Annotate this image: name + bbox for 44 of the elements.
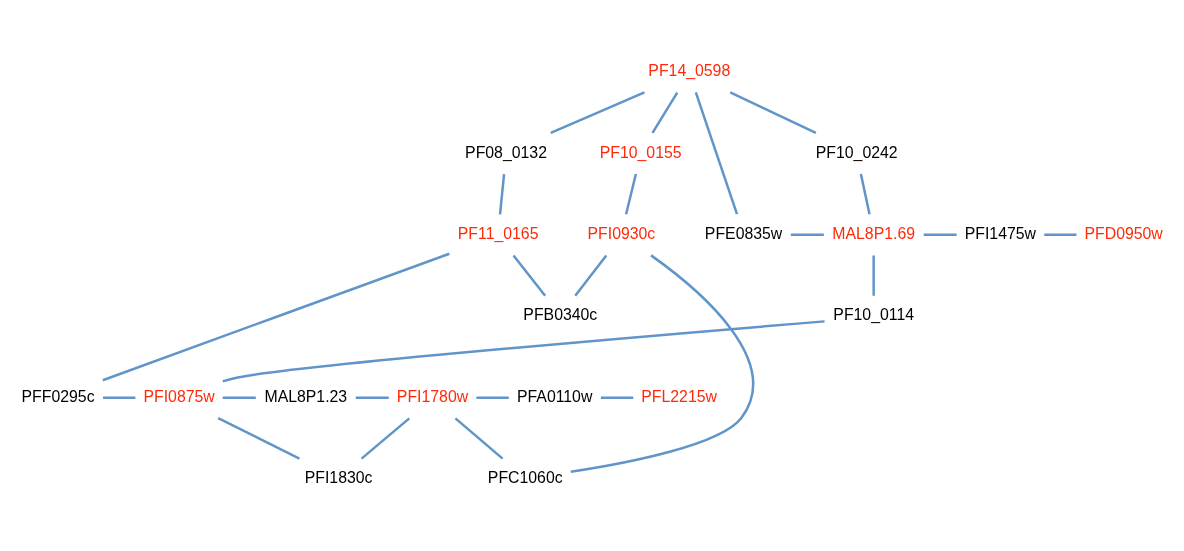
- node-text: PFC1060c: [487, 469, 563, 487]
- node-text: PFA0110w: [516, 387, 593, 405]
- node-text: PFI0875w: [143, 387, 215, 405]
- connector: [729, 91, 817, 134]
- connector: [872, 255, 875, 296]
- node-text: PFI1780w: [396, 387, 469, 405]
- node-text: PFF0295c: [21, 387, 95, 405]
- node-text: MAL8P1.23: [264, 387, 348, 405]
- connector: [651, 91, 679, 134]
- connector: [498, 173, 506, 215]
- connector: [624, 173, 638, 215]
- connector: [102, 252, 450, 382]
- node-text: PFI1475w: [964, 224, 1036, 242]
- connector: [355, 396, 389, 399]
- connector: [454, 417, 504, 460]
- connector: [512, 254, 547, 297]
- connector: [476, 396, 509, 399]
- connector: [859, 173, 871, 215]
- connector: [360, 417, 411, 460]
- connector: [217, 417, 300, 460]
- node-text: PF10_0155: [599, 143, 682, 161]
- node-text: PFI1830c: [304, 469, 373, 487]
- node-text: MAL8P1.69: [832, 224, 916, 242]
- connector: [694, 92, 739, 215]
- connector: [923, 233, 957, 237]
- node-text: PF08_0132: [465, 143, 547, 161]
- node-text: PF11_0165: [457, 224, 539, 242]
- connector: [570, 254, 755, 474]
- connector: [222, 396, 256, 399]
- node-text: PFL2215w: [641, 387, 717, 405]
- node-text: PFE0835w: [704, 224, 783, 242]
- connector: [600, 396, 634, 399]
- node-text: PF14_0598: [648, 62, 731, 80]
- connector: [103, 396, 136, 399]
- connector: [574, 254, 608, 297]
- connector: [222, 320, 825, 383]
- connector: [550, 91, 645, 135]
- node-text: PF10_0242: [815, 143, 898, 161]
- node-text: PFB0340c: [523, 306, 598, 324]
- connector: [790, 233, 824, 237]
- node-text: PFI0930c: [587, 224, 656, 242]
- node-text: PF10_0114: [833, 306, 914, 324]
- node-text: PFD0950w: [1084, 224, 1163, 242]
- connector: [1044, 233, 1077, 237]
